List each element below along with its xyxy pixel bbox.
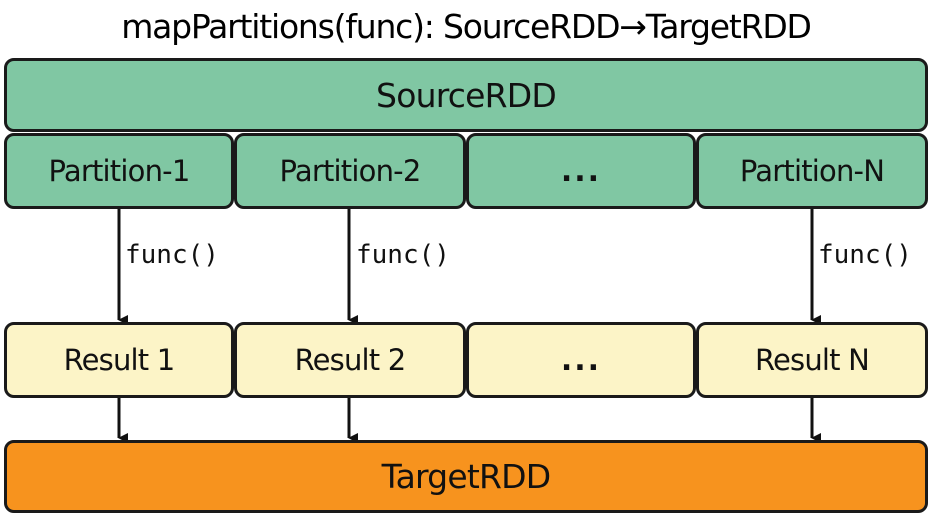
partition-ellipsis-box: ...	[466, 133, 696, 209]
func-label-2: func()	[356, 240, 450, 270]
result-1-box: Result 1	[4, 322, 234, 398]
source-rdd-box: SourceRDD	[4, 58, 928, 132]
func-label-1: func()	[125, 240, 219, 270]
partition-n-box: Partition-N	[696, 133, 928, 209]
partition-2-box: Partition-2	[234, 133, 466, 209]
target-rdd-label: TargetRDD	[381, 457, 551, 496]
partition-n-label: Partition-N	[739, 154, 885, 188]
func-label-n: func()	[818, 240, 912, 270]
result-ellipsis-box: ...	[466, 322, 696, 398]
partition-2-label: Partition-2	[279, 154, 422, 188]
source-rdd-label: SourceRDD	[376, 75, 557, 115]
diagram-title: mapPartitions(func): SourceRDD→TargetRDD	[121, 7, 812, 46]
result-2-box: Result 2	[234, 322, 466, 398]
result-ellipsis-label: ...	[560, 342, 602, 378]
result-1-label: Result 1	[63, 343, 176, 377]
target-rdd-box: TargetRDD	[4, 440, 928, 513]
result-2-label: Result 2	[294, 343, 407, 377]
partition-ellipsis-label: ...	[560, 153, 602, 189]
result-n-box: Result N	[696, 322, 928, 398]
partition-1-label: Partition-1	[48, 154, 191, 188]
partition-1-box: Partition-1	[4, 133, 234, 209]
result-n-label: Result N	[754, 343, 870, 377]
